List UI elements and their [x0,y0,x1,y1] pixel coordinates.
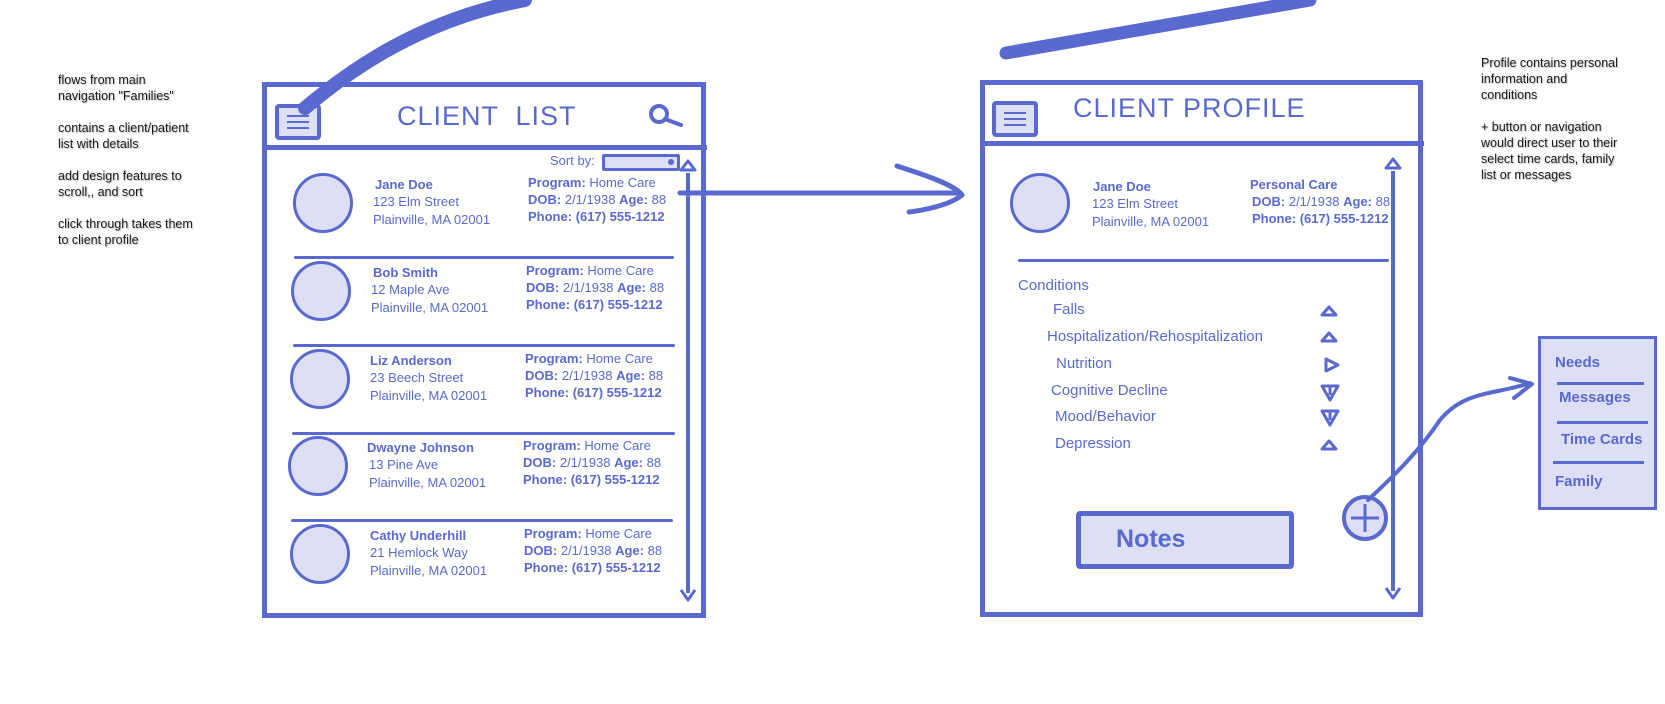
client-street: 12 Maple Ave [371,282,450,297]
client-street: 23 Beech Street [370,370,464,385]
page-title: CLIENT LIST [397,101,577,131]
client-street: 123 Elm Street [373,194,459,209]
client-phone: Phone: (617) 555-1212 [524,560,661,575]
avatar [290,349,350,409]
menu-divider [1557,382,1644,385]
scroll-up-icon[interactable] [1383,155,1403,171]
trend-down-icon [1320,384,1340,402]
condition-item[interactable]: Cognitive Decline [1051,382,1168,399]
client-name: Jane Doe [375,177,433,192]
trend-up-icon [1320,331,1338,343]
menu-item-messages[interactable]: Messages [1559,389,1631,406]
notes-button-label: Notes [1116,525,1186,553]
condition-item[interactable]: Nutrition [1056,355,1112,372]
avatar [290,524,350,584]
row-divider [291,519,673,522]
hamburger-menu-button[interactable] [992,101,1038,137]
avatar [291,261,351,321]
condition-item[interactable]: Falls [1053,301,1085,318]
note-left: flows from main navigation "Families" co… [58,73,193,247]
avatar [293,173,353,233]
menu-item-needs[interactable]: Needs [1555,354,1601,371]
client-name: Bob Smith [373,265,438,280]
header-divider [267,145,707,150]
client-profile-screen: CLIENT PROFILE Jane Doe 123 Elm Street P… [980,80,1424,617]
note-right: Profile contains personal information an… [1481,56,1618,182]
page-title: CLIENT PROFILE [1073,93,1306,123]
client-city: Plainville, MA 02001 [370,388,488,403]
scroll-up-icon[interactable] [678,157,698,173]
search-icon[interactable] [647,103,687,133]
client-phone: Phone: (617) 555-1212 [525,385,662,400]
client-phone: Phone: (617) 555-1212 [526,297,663,312]
scrollbar[interactable] [686,173,690,593]
condition-item[interactable]: Hospitalization/Rehospitalization [1047,328,1263,345]
client-street: 13 Pine Ave [369,457,439,472]
client-city: Plainville, MA 02001 [373,212,491,227]
avatar [288,436,348,496]
scroll-down-icon[interactable] [678,587,698,603]
scroll-down-icon[interactable] [1383,585,1403,601]
avatar [1010,173,1070,233]
client-name: Liz Anderson [370,353,452,368]
navigation-menu: Needs Messages Time Cards Family [1538,336,1657,510]
client-list-screen: CLIENT LIST Sort by: Jane Doe 123 Elm St… [262,82,707,618]
client-dob: DOB: 2/1/1938 Age: 88 [528,192,667,207]
client-phone: Phone: (617) 555-1212 [1252,211,1389,226]
list-item[interactable]: Cathy Underhill 21 Hemlock Way Plainvill… [267,524,677,606]
client-name: Cathy Underhill [370,528,467,543]
list-item[interactable]: Bob Smith 12 Maple Ave Plainville, MA 02… [267,261,677,343]
client-program: Personal Care [1250,177,1338,192]
add-icon[interactable] [1341,494,1389,542]
trend-up-icon [1320,305,1338,317]
client-dob: DOB: 2/1/1938 Age: 88 [526,280,665,295]
row-divider [293,344,675,347]
client-dob: DOB: 2/1/1938 Age: 88 [1252,194,1391,209]
menu-item-family[interactable]: Family [1555,473,1603,490]
client-program: Program: Home Care [523,438,651,453]
list-item[interactable]: Jane Doe 123 Elm Street Plainville, MA 0… [267,173,677,255]
condition-item[interactable]: Depression [1055,435,1131,452]
conditions-heading: Conditions [1018,277,1089,294]
condition-item[interactable]: Mood/Behavior [1055,408,1156,425]
trend-up-icon [1320,439,1338,451]
client-phone: Phone: (617) 555-1212 [523,472,660,487]
client-program: Program: Home Care [525,351,653,366]
header-divider [985,141,1424,146]
trend-right-icon [1324,357,1340,373]
client-dob: DOB: 2/1/1938 Age: 88 [525,368,664,383]
list-item[interactable]: Liz Anderson 23 Beech Street Plainville,… [267,349,677,431]
sort-label: Sort by: [550,153,595,168]
client-name: Jane Doe [1093,179,1151,194]
client-city: Plainville, MA 02001 [369,475,487,490]
chevron-down-icon [668,159,674,165]
client-street: 123 Elm Street [1092,196,1178,211]
client-phone: Phone: (617) 555-1212 [528,209,665,224]
menu-divider [1553,461,1644,464]
client-street: 21 Hemlock Way [370,545,468,560]
notes-button[interactable]: Notes [1076,511,1294,569]
profile-divider [1018,259,1389,262]
client-city: Plainville, MA 02001 [1092,214,1210,229]
row-divider [294,256,674,259]
sort-select[interactable] [602,154,680,171]
menu-divider [1557,421,1648,424]
client-city: Plainville, MA 02001 [370,563,488,578]
row-divider [292,432,675,435]
list-item[interactable]: Dwayne Johnson 13 Pine Ave Plainville, M… [267,436,677,518]
client-dob: DOB: 2/1/1938 Age: 88 [523,455,662,470]
hamburger-menu-button[interactable] [275,104,321,140]
client-dob: DOB: 2/1/1938 Age: 88 [524,543,663,558]
client-city: Plainville, MA 02001 [371,300,489,315]
client-program: Program: Home Care [526,263,654,278]
scrollbar[interactable] [1391,171,1395,591]
client-program: Program: Home Care [528,175,656,190]
menu-item-time-cards[interactable]: Time Cards [1561,431,1643,448]
trend-down-icon [1320,409,1340,427]
client-program: Program: Home Care [524,526,652,541]
client-name: Dwayne Johnson [367,440,474,455]
